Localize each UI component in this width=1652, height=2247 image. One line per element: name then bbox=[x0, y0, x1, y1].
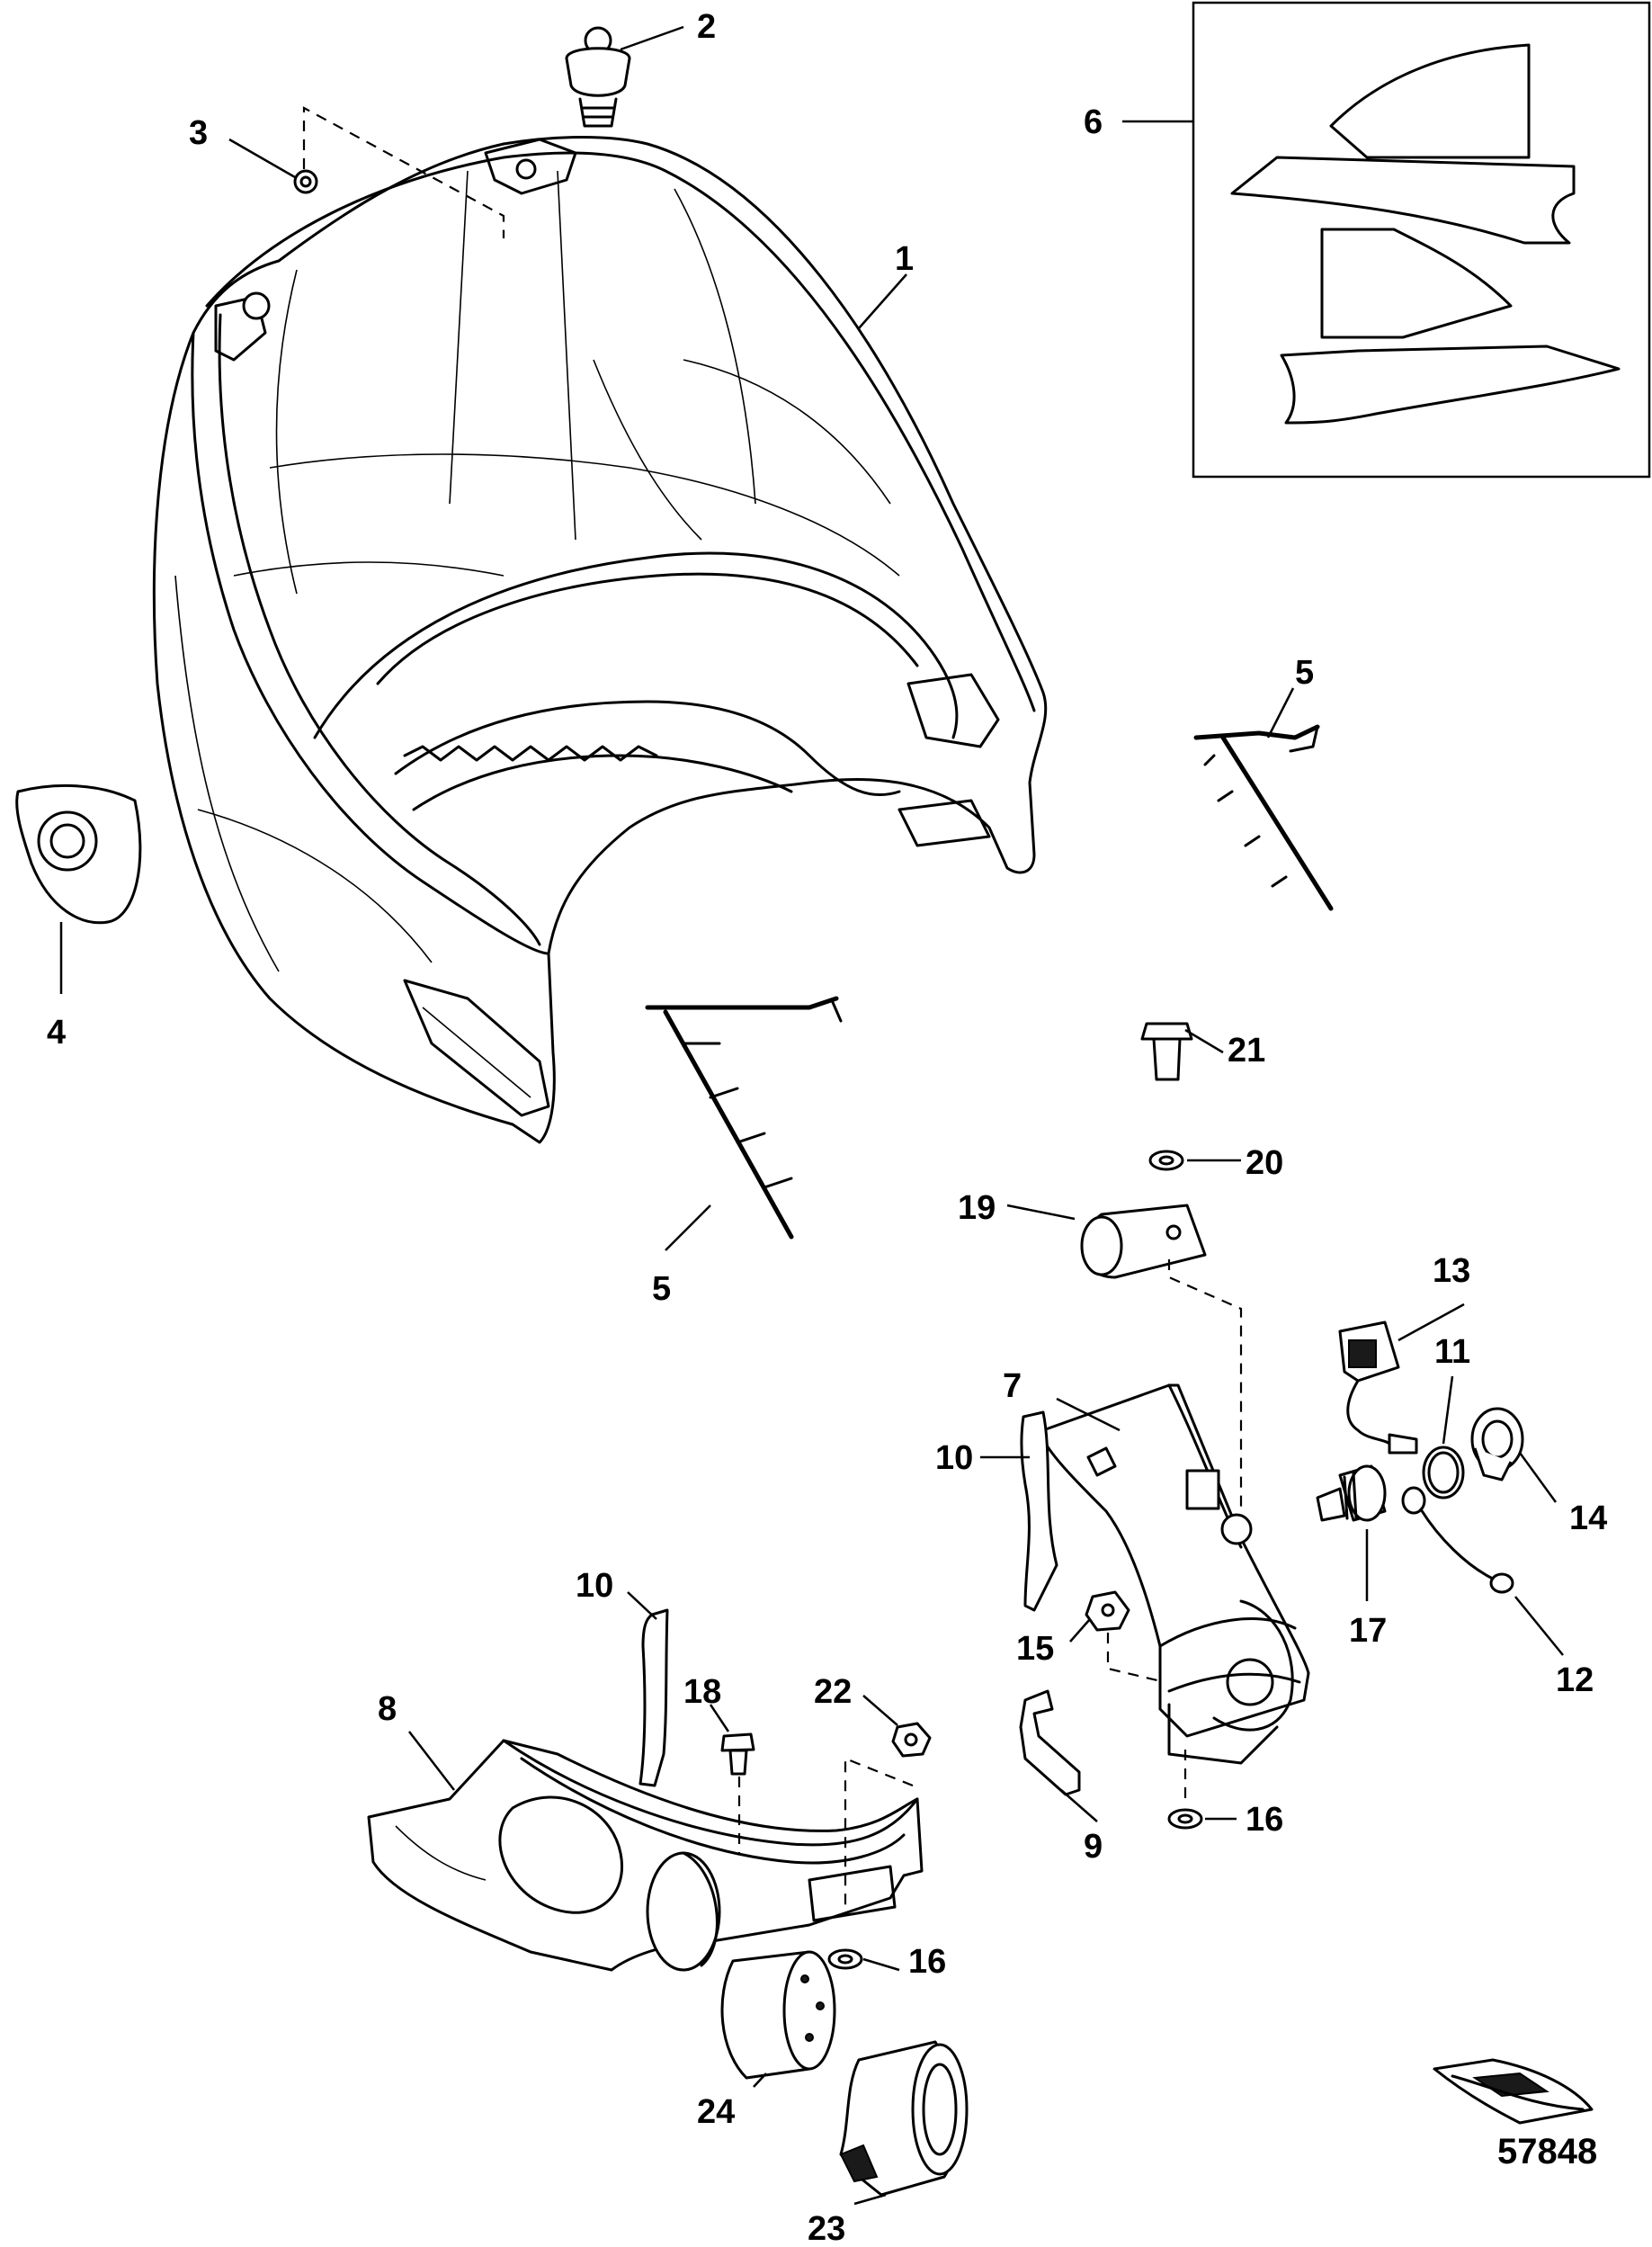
callout-7: 7 bbox=[1003, 1367, 1022, 1405]
callout-11: 11 bbox=[1434, 1333, 1470, 1371]
front-lower-cowl bbox=[1041, 1383, 1310, 1765]
assembly-line-15 bbox=[1106, 1633, 1165, 1684]
callout-16-left: 16 bbox=[908, 1943, 946, 1981]
callout-10-left: 10 bbox=[576, 1567, 613, 1605]
callout-12: 12 bbox=[1556, 1661, 1594, 1699]
clamp-19 bbox=[1080, 1204, 1207, 1279]
callout-3: 3 bbox=[189, 114, 208, 152]
callout-23: 23 bbox=[808, 2210, 845, 2247]
figure-reference-number: 57848 bbox=[1497, 2132, 1597, 2171]
callout-18: 18 bbox=[683, 1673, 721, 1711]
callout-20: 20 bbox=[1246, 1144, 1283, 1182]
callout-1: 1 bbox=[895, 240, 914, 278]
callout-15: 15 bbox=[1016, 1630, 1054, 1668]
nut bbox=[293, 169, 318, 194]
callout-22: 22 bbox=[814, 1673, 852, 1711]
washer-16-right bbox=[1167, 1808, 1203, 1830]
seal-upper bbox=[1193, 724, 1334, 911]
seal-strip-right bbox=[1020, 1410, 1058, 1612]
latch-stud bbox=[565, 26, 631, 128]
hose-connector-17 bbox=[1316, 1464, 1387, 1522]
bolt-21 bbox=[1140, 1022, 1193, 1081]
callout-16-right: 16 bbox=[1246, 1801, 1283, 1839]
leader-lines bbox=[59, 25, 1564, 2206]
top-cowl bbox=[152, 136, 1048, 1144]
assembly-line-22 bbox=[844, 1757, 914, 1907]
rear-lower-cowl bbox=[367, 1739, 924, 1972]
washer-16-left bbox=[827, 1948, 863, 1970]
nut-15 bbox=[1085, 1590, 1130, 1632]
washer-20 bbox=[1148, 1150, 1184, 1171]
callout-17: 17 bbox=[1349, 1612, 1387, 1650]
adapter-24 bbox=[720, 1950, 836, 2080]
grommet bbox=[15, 783, 142, 925]
seal-bracket-9 bbox=[1019, 1689, 1081, 1796]
seal-strip-left bbox=[638, 1608, 669, 1787]
assembly-line-19-7 bbox=[1167, 1259, 1243, 1529]
boot-23 bbox=[839, 2040, 969, 2197]
callout-21: 21 bbox=[1228, 1032, 1265, 1070]
callout-10-right: 10 bbox=[935, 1439, 973, 1477]
decal-set-inset bbox=[1192, 1, 1651, 479]
assembly-line-2-3 bbox=[302, 106, 505, 238]
callout-19: 19 bbox=[958, 1189, 996, 1227]
engine-locator-icon bbox=[1433, 2058, 1594, 2125]
callout-13: 13 bbox=[1433, 1252, 1470, 1290]
bolt-18 bbox=[720, 1732, 755, 1776]
callout-14: 14 bbox=[1569, 1499, 1607, 1537]
o-ring-11 bbox=[1422, 1446, 1465, 1499]
callout-2: 2 bbox=[697, 8, 716, 46]
callout-5-upper: 5 bbox=[1295, 654, 1314, 692]
cap-tether-12 bbox=[1401, 1486, 1514, 1594]
callout-9: 9 bbox=[1084, 1828, 1103, 1866]
callout-5-lower: 5 bbox=[652, 1270, 671, 1308]
inset-frame bbox=[1192, 1, 1651, 479]
callout-6: 6 bbox=[1084, 103, 1103, 141]
seal-lower bbox=[645, 996, 843, 1240]
switch-13 bbox=[1338, 1320, 1418, 1455]
fitting-14 bbox=[1470, 1407, 1524, 1482]
callout-4: 4 bbox=[47, 1014, 66, 1052]
callout-labels: 1 2 3 4 5 5 6 7 8 9 10 10 11 12 13 14 15… bbox=[47, 8, 1607, 2247]
callout-24: 24 bbox=[697, 2093, 735, 2131]
nut-22 bbox=[891, 1722, 932, 1758]
callout-8: 8 bbox=[378, 1690, 397, 1728]
